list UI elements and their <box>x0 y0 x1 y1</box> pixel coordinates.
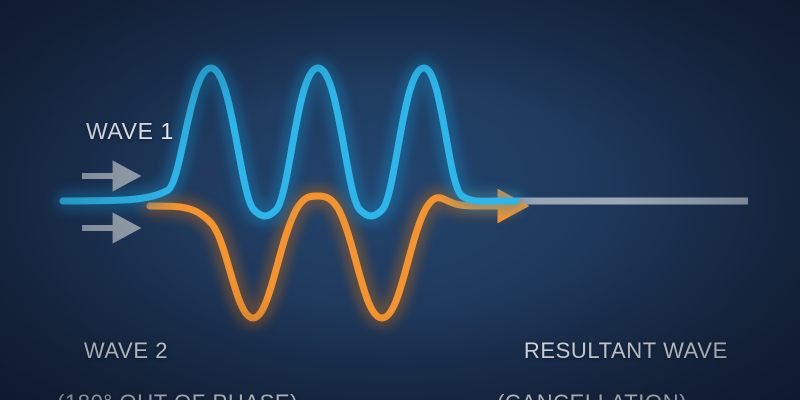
wave2-label-text: WAVE 2 <box>83 337 169 363</box>
wave2-label: WAVE 2 (180° OUT OF PHASE) <box>57 312 298 400</box>
resultant-label: RESULTANT WAVE (CANCELLATION) <box>497 312 728 400</box>
wave1-path <box>56 61 523 223</box>
resultant-cancellation-text: (CANCELLATION) <box>497 390 728 400</box>
resultant-label-text: RESULTANT WAVE <box>523 337 728 363</box>
wave2-path <box>143 188 530 325</box>
wave1-label: WAVE 1 <box>58 91 174 172</box>
wave2-phase-text: (180° OUT OF PHASE) <box>57 390 298 400</box>
wave1-label-text: WAVE 1 <box>85 118 174 145</box>
